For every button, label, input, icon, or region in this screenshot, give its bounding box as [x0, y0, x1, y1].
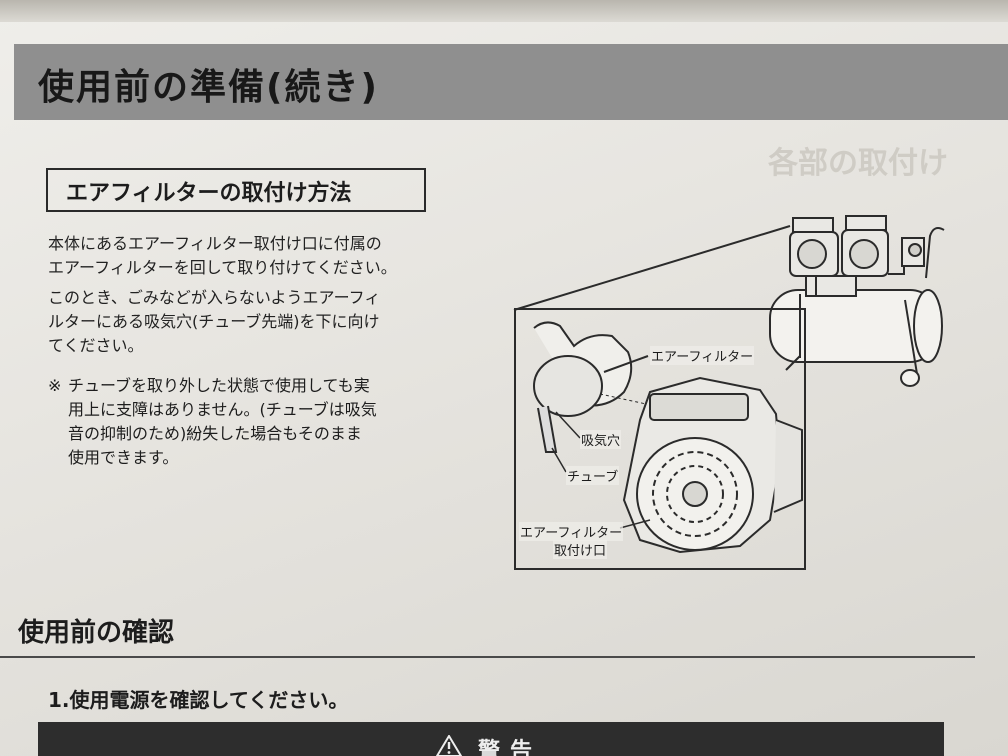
paragraph-line: ルターにある吸気穴(チューブ先端)を下に向け: [48, 312, 380, 331]
instruction-paragraph-2: このとき、ごみなどが入らないようエアーフィ ルターにある吸気穴(チューブ先端)を…: [48, 286, 380, 358]
step-heading: 1.使用電源を確認してください。: [48, 688, 349, 712]
paragraph-line: 本体にあるエアーフィルター取付け口に付属の: [48, 234, 382, 253]
page-title: 使用前の準備(続き): [38, 67, 379, 108]
label-air-filter: エアーフィルター: [650, 346, 755, 365]
compressor-tank: [769, 289, 943, 387]
note-line: 音の抑制のため)紛失した場合もそのまま: [68, 424, 362, 443]
paragraph-line: てください。: [48, 336, 144, 355]
compressor-illustration: [513, 215, 945, 554]
note-line: 用上に支障はありません。(チューブは吸気: [68, 400, 377, 419]
warning-triangle-icon: [436, 735, 462, 756]
subsection-title-box: [46, 168, 426, 212]
page-top-edge: [0, 0, 1008, 22]
section-title: 使用前の確認: [18, 618, 175, 648]
paragraph-line: エアーフィルターを回して取り付けてください。: [48, 258, 397, 277]
note-line: チューブを取り外した状態で使用しても実: [68, 376, 370, 395]
show-through-text: 各部の取付け: [768, 146, 948, 181]
note-mark: ※: [48, 376, 62, 395]
tube-shape: [537, 405, 558, 453]
label-filter-mount-line1: エアーフィルター: [519, 522, 624, 541]
paragraph-line: このとき、ごみなどが入らないようエアーフィ: [48, 288, 381, 307]
note-line: 使用できます。: [68, 448, 179, 467]
label-tube: チューブ: [566, 466, 620, 485]
zoom-leader-line: [513, 225, 791, 311]
air-filter-element: [533, 355, 603, 417]
compressor-motor-right: [815, 215, 889, 297]
label-filter-mount-line2: 取付け口: [553, 540, 608, 559]
section-divider: [0, 656, 975, 658]
subsection-title: エアフィルターの取付け方法: [66, 181, 352, 206]
warning-label: 警告: [478, 739, 543, 756]
compressor-handle: [888, 227, 945, 279]
header-band: [14, 44, 1008, 120]
label-intake-hole: 吸気穴: [580, 430, 622, 449]
detail-frame: [514, 308, 806, 570]
warning-band: [38, 722, 944, 756]
instruction-paragraph-1: 本体にあるエアーフィルター取付け口に付属の エアーフィルターを回して取り付けてく…: [48, 232, 397, 280]
air-filter-detail: [533, 321, 803, 554]
